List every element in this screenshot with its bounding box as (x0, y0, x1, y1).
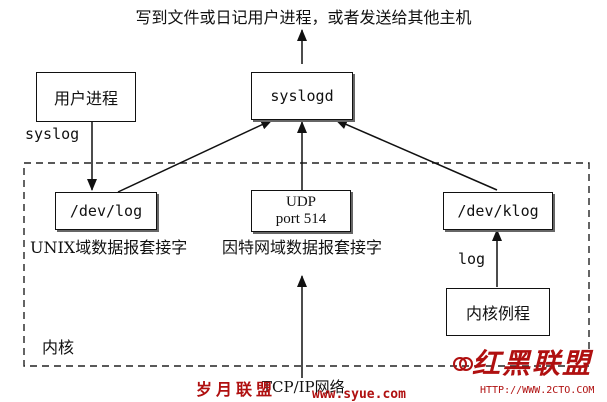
watermark-syue-url: www.syue.com (312, 387, 406, 402)
syslogd-box: syslogd (251, 72, 353, 120)
kernel-label: 内核 (42, 338, 75, 357)
watermark-syue-cn: 岁月联盟 (196, 380, 277, 399)
kernel-boundary (23, 162, 590, 367)
top-caption: 写到文件或日记用户进程，或者发送给其他主机 (135, 8, 472, 27)
watermark-2cto-url: HTTP://WWW.2CTO.COM (480, 385, 595, 396)
tcpip-network-label: TCP/IP网络 (262, 378, 345, 396)
syslog-call-label: syslog (25, 125, 80, 143)
user-process-box: 用户进程 (36, 72, 136, 122)
udp-port-label: port 514 (275, 211, 327, 227)
kernel-routine-box: 内核例程 (446, 288, 550, 336)
dev-klog-box: /dev/klog (443, 192, 553, 230)
unix-socket-label: UNIX域数据报套接字 (30, 238, 188, 257)
log-call-label: log (458, 250, 486, 268)
syslogd-label: syslogd (270, 87, 334, 105)
dev-log-box: /dev/log (55, 192, 157, 230)
watermark-logo-icon (453, 357, 473, 371)
kernel-routine-label: 内核例程 (465, 304, 530, 323)
arrow-devklog-to-syslogd (335, 119, 498, 191)
udp-label: UDP (285, 194, 316, 210)
watermark-2cto-cn: 红黑联盟 (472, 347, 593, 380)
dev-klog-label: /dev/klog (457, 202, 539, 220)
inet-socket-label: 因特网域数据报套接字 (222, 238, 383, 257)
arrow-devlog-to-syslogd (117, 119, 273, 193)
dev-log-label: /dev/log (69, 202, 143, 220)
user-process-label: 用户进程 (53, 89, 118, 108)
udp-port-box: UDP port 514 (251, 190, 351, 232)
